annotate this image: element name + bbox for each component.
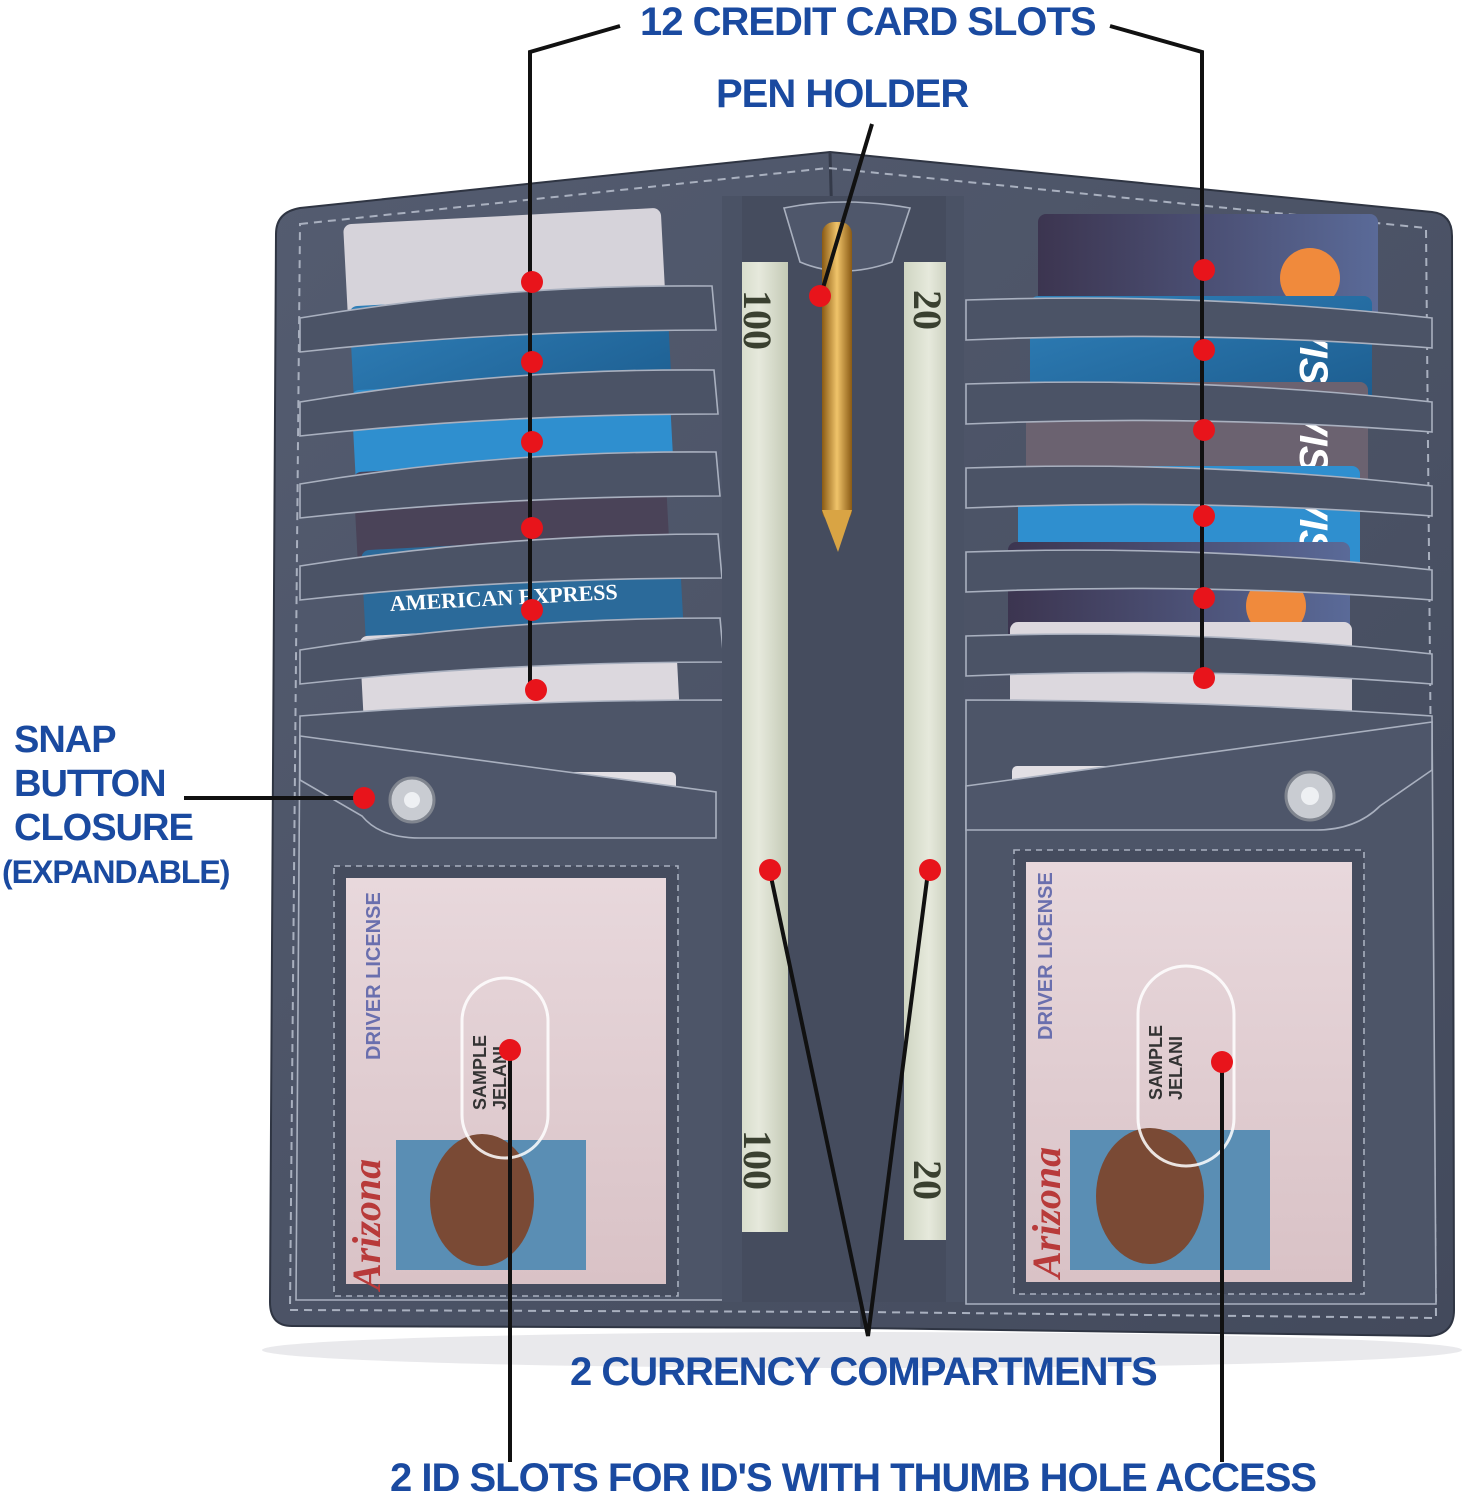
credit-right-leader — [1109, 24, 1204, 680]
marker-right-card-2 — [1193, 339, 1215, 361]
marker-currency-left — [759, 859, 781, 881]
marker-currency-right — [919, 859, 941, 881]
snap-label-line-2: BUTTON — [14, 763, 167, 805]
pen-holder-label: PEN HOLDER — [716, 72, 969, 116]
credit-left-leader — [528, 24, 621, 690]
currency-compartments-label: 2 CURRENCY COMPARTMENTS — [570, 1350, 1158, 1394]
marker-right-card-3 — [1193, 419, 1215, 441]
wallet-shadow — [262, 1332, 1462, 1368]
right-card-1-logo — [1280, 248, 1340, 308]
pen-body — [822, 222, 852, 522]
snap-label-line-4: (EXPANDABLE) — [2, 854, 230, 890]
left-id-name-text: JELANI — [490, 1046, 510, 1110]
left-slot-pockets — [299, 285, 725, 685]
left-bill-denomination: 100 — [735, 290, 780, 350]
marker-left-card-1 — [521, 271, 543, 293]
marker-left-card-5 — [521, 599, 543, 621]
leader-lines — [184, 24, 1224, 1462]
right-id-sample-text: SAMPLE — [1146, 1025, 1166, 1100]
marker-left-card-6 — [525, 679, 547, 701]
right-id-face — [1096, 1128, 1204, 1264]
marker-right-card-6 — [1193, 667, 1215, 689]
snap-label-line-1: SNAP — [14, 719, 117, 761]
marker-right-card-1 — [1193, 259, 1215, 281]
right-bill-denomination: 20 — [905, 290, 950, 330]
marker-left-card-4 — [521, 517, 543, 539]
marker-id-left — [499, 1039, 521, 1061]
marker-right-card-5 — [1193, 587, 1215, 609]
id-slots-label: 2 ID SLOTS FOR ID'S WITH THUMB HOLE ACCE… — [390, 1456, 1317, 1500]
right-bill-denomination-bottom: 20 — [905, 1160, 950, 1200]
marker-pen — [809, 285, 831, 307]
left-snap-center — [404, 792, 420, 808]
marker-right-card-4 — [1193, 505, 1215, 527]
markers — [353, 259, 1233, 1073]
credit-card-slots-label: 12 CREDIT CARD SLOTS — [640, 0, 1097, 44]
right-id-license-text: DRIVER LICENSE — [1035, 872, 1057, 1040]
pen-leader — [818, 123, 874, 299]
snap-closure-label: SNAP BUTTON CLOSURE (EXPANDABLE) — [2, 718, 230, 894]
right-id-name-text: JELANI — [1166, 1036, 1186, 1100]
left-id-face — [430, 1134, 534, 1266]
marker-left-card-2 — [521, 351, 543, 373]
right-id-state-text: Arizona — [1024, 1147, 1069, 1281]
marker-snap — [353, 787, 375, 809]
snap-label-line-3: CLOSURE — [14, 807, 194, 849]
marker-id-right — [1211, 1051, 1233, 1073]
left-id-license-text: DRIVER LICENSE — [363, 892, 385, 1060]
left-thumb-hole — [460, 976, 550, 1160]
left-bill-denomination-bottom: 100 — [735, 1130, 780, 1190]
left-bill-pocket — [722, 196, 742, 1302]
right-slot-pockets — [965, 297, 1433, 685]
left-id-state-text: Arizona — [344, 1159, 389, 1293]
right-bill-pocket — [946, 196, 964, 1302]
pen-tip — [822, 510, 852, 552]
left-id-sample-text: SAMPLE — [470, 1035, 490, 1110]
right-bill — [904, 262, 954, 1240]
right-thumb-hole — [1136, 964, 1236, 1168]
marker-left-card-3 — [521, 431, 543, 453]
currency-leader — [768, 871, 930, 1337]
right-snap-center — [1301, 787, 1319, 805]
